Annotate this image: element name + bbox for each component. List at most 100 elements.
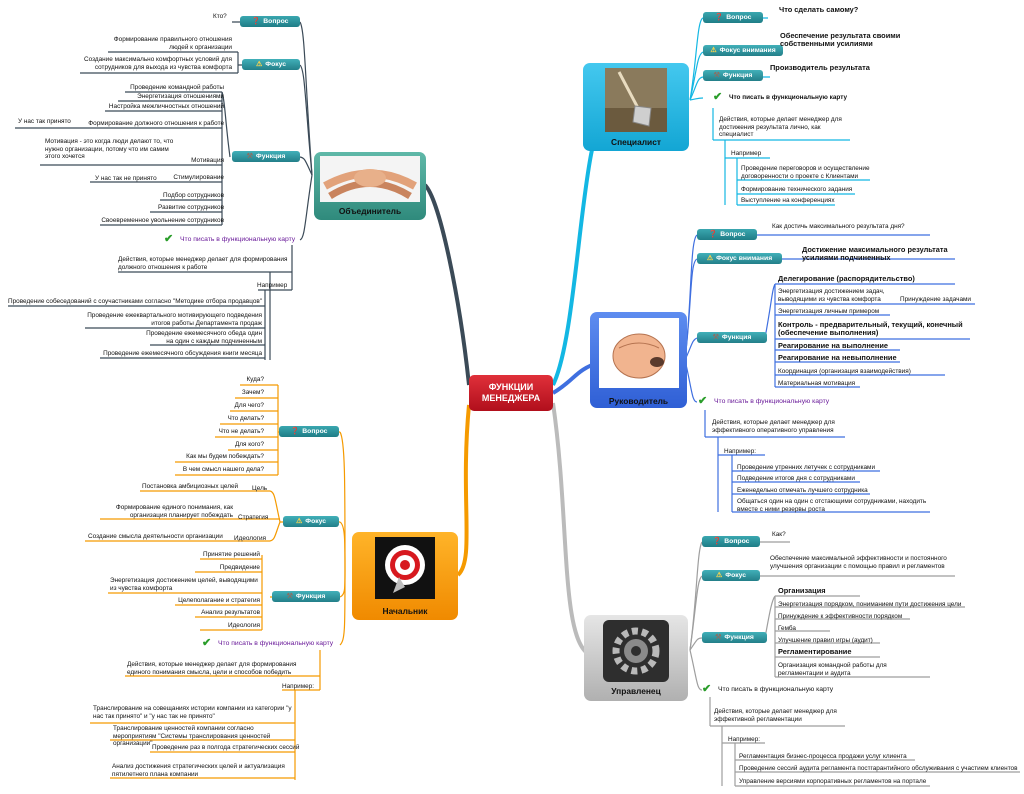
administrator-example-3: Управление версиями корпоративных реглам… (739, 778, 927, 785)
chief-question-pill[interactable]: ❓Вопрос (279, 426, 339, 437)
function-label: Функция (255, 153, 286, 160)
focus-attention-label: Фокус внимания (716, 255, 773, 262)
unifier-note-motivation: Мотивация - это когда люди делают то, чт… (45, 138, 174, 161)
unifier-example-1: Проведение собеседований с соучастниками… (8, 298, 263, 305)
check-icon: ✔ (202, 637, 212, 649)
manager-fn-react-done: Реагирование на выполнение (778, 341, 889, 350)
specialist-what-to-write[interactable]: Что писать в функциональную карту (729, 94, 848, 101)
manager-question-text: Как достичь максимального результата дня… (772, 223, 905, 230)
administrator-focus-pill[interactable]: ⚠Фокус (702, 570, 760, 581)
unifier-title: Объединитель (338, 206, 402, 216)
specialist-example-1: Проведение переговоров и осуществление д… (741, 165, 870, 180)
manager-fn-coordination: Координация (организация взаимодействия) (778, 368, 911, 375)
chief-card[interactable]: Начальник (352, 532, 458, 620)
manager-card[interactable]: Руководитель (590, 312, 687, 408)
specialist-focus-text: Обеспечение результата своими собственны… (780, 31, 901, 49)
specialist-example-3: Выступление на конференциях (741, 197, 835, 204)
unifier-question-pill[interactable]: ❓Вопрос (240, 16, 300, 27)
chief-example-4: Анализ достижения стратегических целей и… (112, 763, 285, 778)
specialist-card[interactable]: Специалист (583, 63, 689, 151)
chief-example-3: Проведение раз в полгода стратегических … (152, 744, 300, 751)
question-label: Вопрос (724, 538, 750, 545)
chief-focus-pill[interactable]: ⚠Фокус (283, 516, 339, 527)
specialist-for-example: Например (731, 150, 762, 157)
check-icon: ✔ (702, 683, 712, 695)
administrator-reg-item: Организация командной работы для регламе… (778, 662, 887, 677)
unifier-example-3: Проведение ежемесячного обеда один на од… (146, 330, 262, 345)
unifier-card[interactable]: Объединитель (314, 152, 426, 220)
check-icon: ✔ (164, 233, 174, 245)
worker-icon: ⚒ (246, 153, 253, 160)
question-label: Вопрос (263, 18, 289, 25)
manager-focus-pill[interactable]: ⚠Фокус внимания (697, 253, 782, 264)
chief-strategy: Стратегия (238, 514, 269, 521)
focus-label: Фокус (305, 518, 327, 525)
question-icon: ❓ (290, 428, 300, 435)
specialist-question-text: Что сделать самому? (779, 5, 859, 14)
administrator-actions: Действия, которые делает менеджер для эф… (714, 708, 837, 723)
warning-icon: ⚠ (715, 572, 723, 579)
check-icon: ✔ (713, 91, 723, 103)
unifier-example-4: Проведение ежемесячного обсуждения книги… (103, 350, 262, 357)
function-label: Функция (295, 593, 326, 600)
administrator-card[interactable]: Управленец (584, 615, 688, 701)
manager-what-to-write[interactable]: Что писать в функциональную карту (714, 398, 830, 405)
administrator-question-text: Как? (772, 531, 786, 538)
shovel-image (605, 68, 667, 132)
worker-icon: ⚒ (715, 634, 722, 641)
manager-for-example: Например: (724, 448, 757, 455)
manager-fn-motivation: Материальная мотивация (778, 380, 856, 387)
chief-actions: Действия, которые менеджер делает для фо… (127, 661, 297, 676)
chief-question-7: Как мы будем побеждать? (186, 453, 264, 460)
specialist-title: Специалист (611, 137, 661, 147)
manager-actions: Действия, которые делает менеджер для эф… (712, 419, 835, 434)
specialist-function-text: Производитель результата (770, 63, 870, 72)
chief-function-pill[interactable]: ⚒Функция (272, 591, 340, 602)
center-node[interactable]: ФУНКЦИИ МЕНЕДЖЕРА (469, 375, 553, 411)
unifier-what-to-write[interactable]: Что писать в функциональную карту (180, 236, 296, 243)
manager-question-pill[interactable]: ❓Вопрос (697, 229, 757, 240)
chief-question-8: В чем смысл нашего дела? (182, 466, 264, 473)
function-label: Функция (724, 634, 754, 641)
chief-question-1: Куда? (246, 376, 264, 383)
worker-icon: ⚒ (713, 72, 720, 79)
target-image (375, 537, 435, 599)
chief-ideology-item: Создание смысла деятельности организации (88, 533, 223, 540)
administrator-question-pill[interactable]: ❓Вопрос (702, 536, 760, 547)
warning-icon: ⚠ (710, 47, 717, 54)
chief-fn-1: Принятие решений (203, 551, 260, 558)
specialist-focus-pill[interactable]: ⚠Фокус внимания (703, 45, 783, 56)
administrator-for-example: Например: (728, 736, 761, 743)
gear-image (603, 620, 669, 682)
chief-example-2: Транслирование ценностей компании соглас… (113, 725, 271, 748)
manager-example-1: Проведение утренних летучек с сотрудника… (737, 464, 876, 471)
specialist-example-2: Формирование технического задания (741, 186, 853, 193)
chief-goal-item: Постановка амбициозных целей (142, 483, 239, 490)
unifier-fn-2: Энергетизация отношениями (137, 93, 224, 100)
administrator-example-1: Регламентация бизнес-процесса продажи ус… (739, 753, 907, 760)
specialist-question-pill[interactable]: ❓Вопрос (703, 12, 763, 23)
unifier-function-pill[interactable]: ⚒Функция (232, 151, 300, 162)
administrator-what-to-write[interactable]: Что писать в функциональную карту (718, 686, 834, 693)
chief-fn-5: Анализ результатов (201, 609, 260, 616)
warning-icon: ⚠ (295, 518, 303, 525)
chief-example-1: Транслирование на совещаниях истории ком… (93, 705, 292, 720)
specialist-function-pill[interactable]: ⚒Функция (703, 70, 763, 81)
unifier-question-text: Кто? (213, 13, 227, 20)
unifier-fn-9: Своевременное увольнение сотрудников (101, 217, 224, 224)
manager-function-pill[interactable]: ⚒Функция (697, 332, 767, 343)
unifier-actions: Действия, которые менеджер делает для фо… (118, 256, 288, 271)
specialist-actions: Действия, которые делает менеджер для до… (719, 116, 842, 139)
administrator-org-4: Улучшение правил игры (аудит) (778, 637, 873, 644)
question-icon: ❓ (251, 18, 261, 25)
chief-for-example: Например: (282, 683, 315, 690)
chief-question-4: Что делать? (227, 415, 264, 422)
unifier-focus-pill[interactable]: ⚠Фокус (242, 59, 300, 70)
chief-what-to-write[interactable]: Что писать в функциональную карту (218, 640, 334, 647)
unifier-focus-2: Создание максимально комфортных условий … (83, 56, 232, 71)
question-icon: ❓ (712, 538, 722, 545)
administrator-function-pill[interactable]: ⚒Функция (702, 632, 767, 643)
function-label: Функция (721, 334, 752, 341)
manager-fn-react-notdone: Реагирование на невыполнение (778, 353, 897, 362)
chief-question-2: Зачем? (241, 389, 264, 396)
